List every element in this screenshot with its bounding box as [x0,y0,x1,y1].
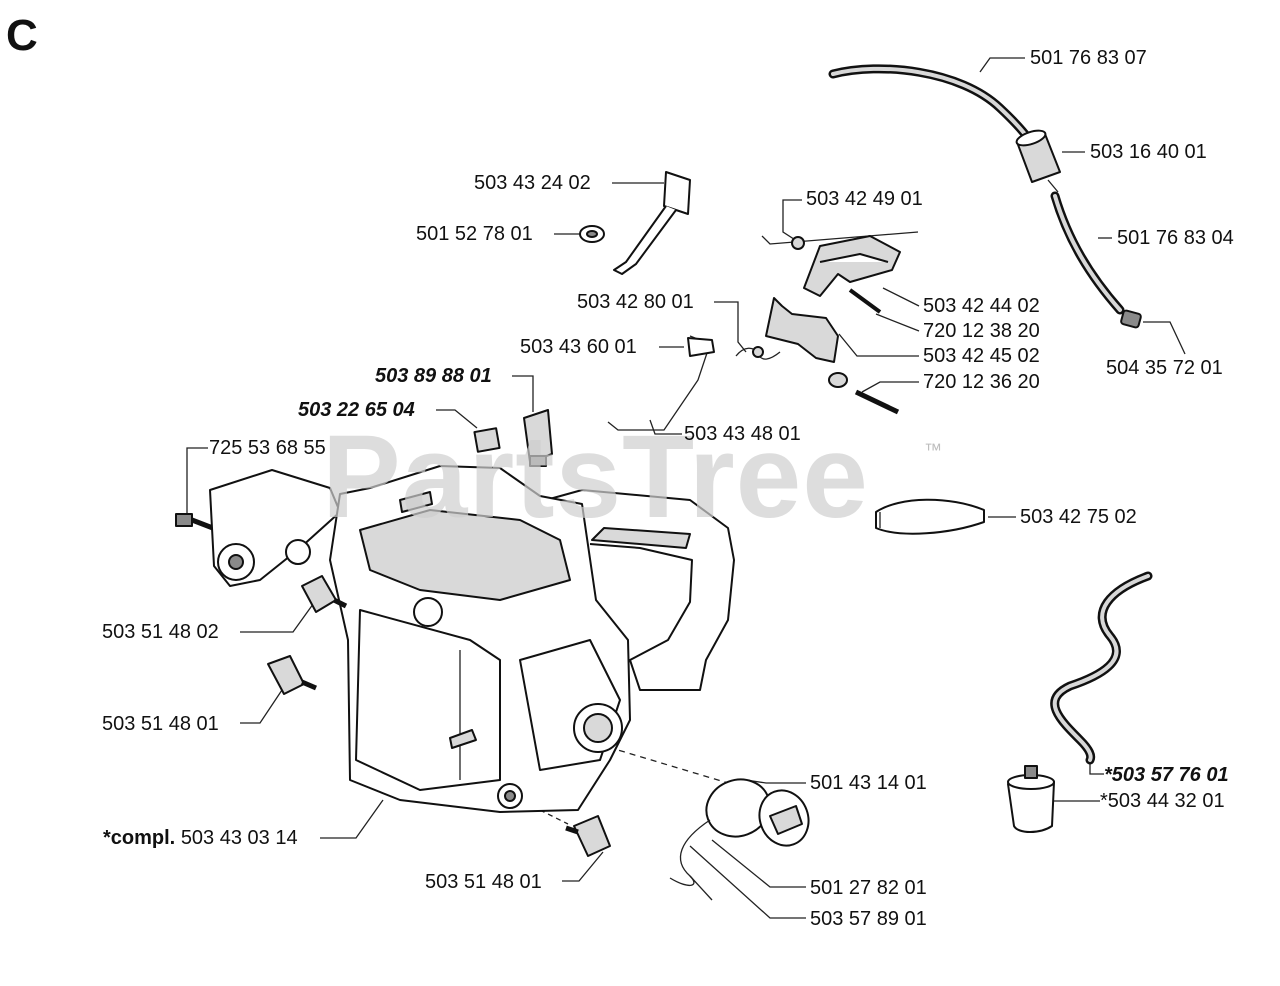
electric-connector [523,409,553,467]
part-label-503226504: 503 22 65 04 [298,399,415,421]
fuel-hose-upper [828,64,1033,143]
part-label-720123620: 720 12 36 20 [923,371,1040,393]
part-label-503514802: 503 51 48 02 [102,621,219,643]
throttle-bracket [613,171,691,275]
part-label-503514801-a: 503 51 48 01 [102,713,219,735]
watermark: PartsTree [322,411,869,543]
part-label-501527801: 501 52 78 01 [416,223,533,245]
fuel-filter [1015,129,1061,193]
part-label-503577601: *503 57 76 01 [1104,764,1229,786]
throttle-trigger [765,297,839,363]
part-label-503432402: 503 43 24 02 [474,172,591,194]
part-label-503578901: 503 57 89 01 [810,908,927,930]
tank-housing [209,465,735,813]
washer [579,225,605,243]
watermark-trademark: ™ [924,440,942,460]
part-label-503898801: 503 89 88 01 [375,365,492,387]
pickup-filter [1007,765,1055,833]
throttle-lockout [803,235,901,297]
part-label-503443201: *503 44 32 01 [1100,790,1225,812]
part-label-503424901: 503 42 49 01 [806,188,923,210]
part-label-501768307: 501 76 83 07 [1030,47,1147,69]
torsion-spring [735,346,781,360]
damper-middle [267,655,317,695]
compl-prefix: *compl. [103,827,176,849]
part-label-compl-503430314: *compl. 503 43 03 14 [103,827,298,849]
part-label-503434801: 503 43 48 01 [684,423,801,445]
part-label-503164001: 503 16 40 01 [1090,141,1207,163]
compl-number: 503 43 03 14 [180,827,298,849]
fuel-hose-lower [1050,191,1125,315]
part-label-503424402: 503 42 44 02 [923,295,1040,317]
pin-large [828,372,900,415]
part-label-501431401: 501 43 14 01 [810,772,927,794]
handle-grip [875,498,985,535]
plate-small [473,427,501,453]
damper-lower [565,815,611,857]
hose-fitting [1120,309,1142,329]
part-label-503427502: 503 42 75 02 [1020,506,1137,528]
screw [175,513,219,533]
part-label-503428001: 503 42 80 01 [577,291,694,313]
throttle-rod [607,335,715,431]
part-label-503424502: 503 42 45 02 [923,345,1040,367]
part-label-720123820: 720 12 38 20 [923,320,1040,342]
leader-lines [186,57,1186,919]
fuel-cap-assembly [669,778,810,901]
part-label-503514801-b: 503 51 48 01 [425,871,542,893]
section-letter: C [6,11,38,60]
part-label-725536855: 725 53 68 55 [209,437,326,459]
pin-small [848,288,882,314]
part-label-504357201: 504 35 72 01 [1106,357,1223,379]
damper-upper [301,575,348,613]
part-label-503436001: 503 43 60 01 [520,336,637,358]
part-label-501768304: 501 76 83 04 [1117,227,1234,249]
part-label-501278201: 501 27 82 01 [810,877,927,899]
pickup-hose [1050,571,1153,765]
